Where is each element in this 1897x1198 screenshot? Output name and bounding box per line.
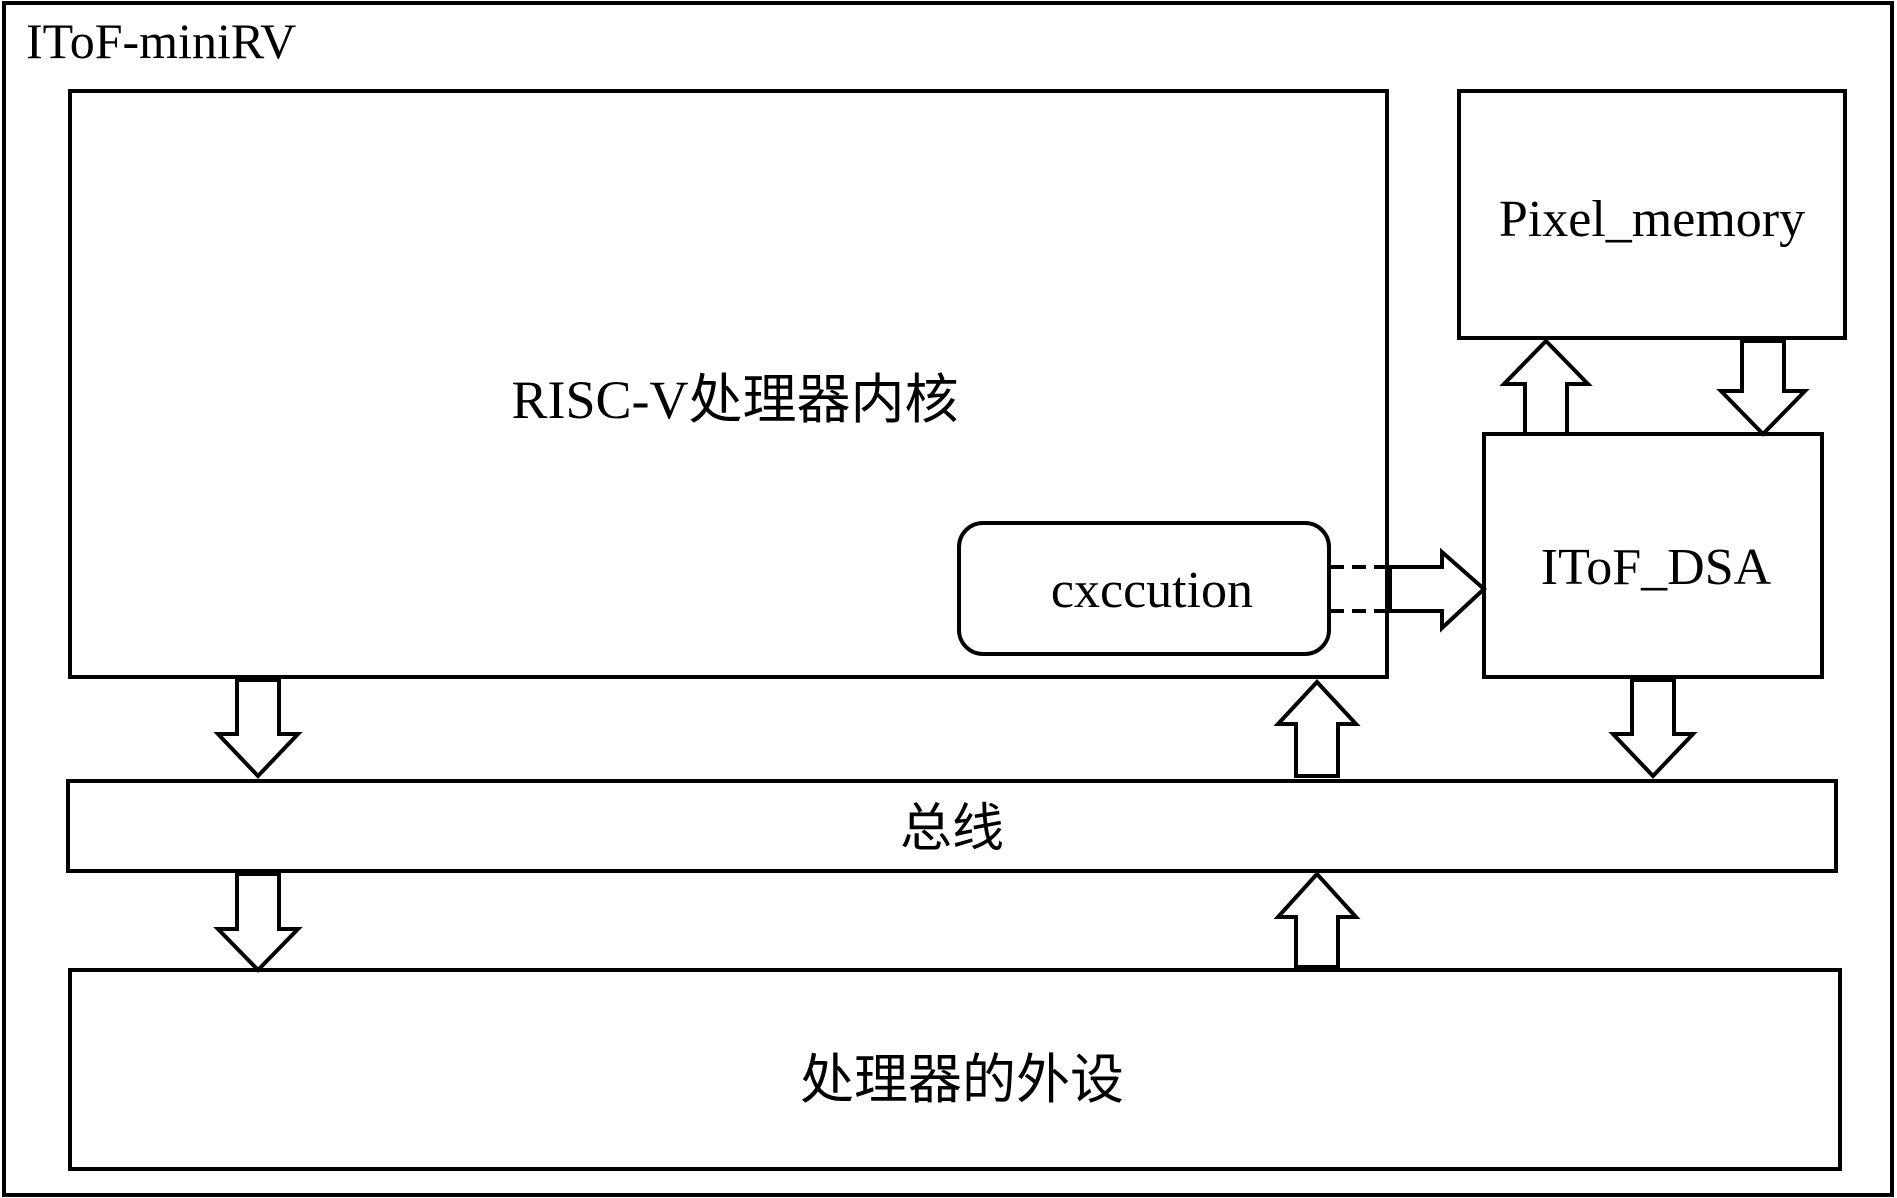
core-to-bus-arrow: [213, 678, 303, 779]
execution-to-dsa-arrow: [1388, 547, 1487, 633]
bus-to-peripherals-arrow: [213, 872, 303, 973]
execution-unit-block: [957, 521, 1331, 656]
peripherals-block: [68, 968, 1842, 1171]
peripherals-label: 处理器的外设: [800, 1050, 1124, 1110]
bus-label: 总线: [900, 801, 1004, 858]
dsa-to-pixel-memory-arrow: [1499, 338, 1593, 436]
execution-unit-label: cxccution: [1051, 562, 1253, 619]
riscv-core-label: RISC-V处理器内核: [511, 370, 958, 430]
pixel-memory-to-dsa-arrow: [1716, 339, 1810, 437]
bus-block: [66, 779, 1838, 873]
dsa-to-bus-arrow: [1608, 678, 1698, 779]
bus-to-core-arrow: [1273, 679, 1361, 778]
peripherals-to-bus-arrow: [1273, 871, 1361, 969]
itof-dsa-block: [1482, 432, 1824, 679]
pixel-memory-block: [1457, 89, 1847, 340]
system-title: IToF-miniRV: [26, 13, 296, 69]
itof-dsa-label: IToF_DSA: [1541, 539, 1772, 596]
pixel-memory-label: Pixel_memory: [1499, 191, 1805, 248]
